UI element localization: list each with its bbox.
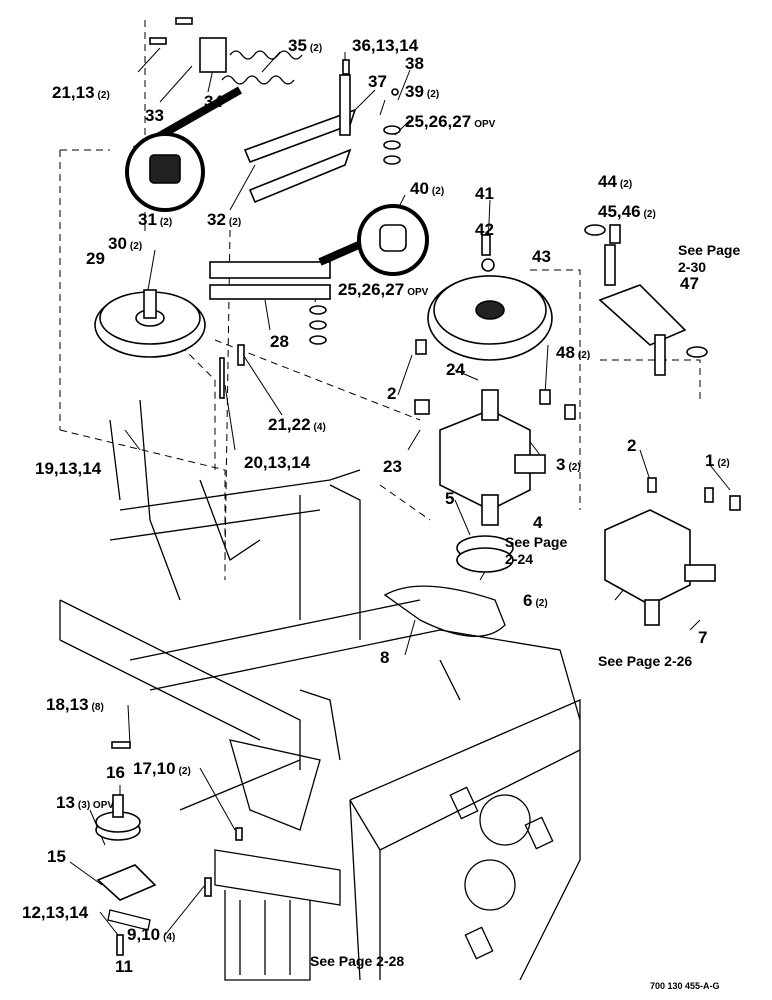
bushing-detail-inset: [318, 204, 429, 276]
callout: 44(2): [598, 172, 632, 191]
callout: 7: [698, 628, 707, 647]
callout: 13(3) OPV: [56, 793, 114, 812]
callout: 30(2): [108, 234, 142, 253]
callout: 45,46(2): [598, 202, 656, 221]
page-ref-2-24-line2: 2-24: [505, 551, 533, 567]
callout: 42: [475, 220, 494, 239]
springs: [199, 37, 303, 85]
callout: 24: [446, 360, 465, 379]
spring-detail-inset: [125, 86, 242, 212]
callout: 35(2): [288, 36, 322, 55]
page-ref-2-26: See Page 2-26: [598, 653, 692, 669]
callout: 9,10(4): [127, 925, 175, 944]
callout: 21,22(4): [268, 415, 326, 434]
page-ref-2-30-line2: 2-30: [678, 259, 706, 275]
idler-arms: [209, 74, 357, 300]
callout: 1(2): [705, 451, 730, 470]
callout: 37: [368, 72, 387, 91]
callout: 2: [387, 384, 396, 403]
figure-number: 700 130 455-A-G: [650, 981, 720, 991]
callout: 18,13(8): [46, 695, 104, 714]
callout: 8: [380, 648, 389, 667]
callout: 48(2): [556, 343, 590, 362]
callout: 31(2): [138, 210, 172, 229]
callout: 12,13,14: [22, 903, 89, 922]
page-ref-2-24-line1: See Page: [505, 534, 567, 550]
callout: 38: [405, 54, 424, 73]
u-joint: [598, 244, 687, 376]
idler-pulley: [94, 289, 206, 358]
callout: 6(2): [523, 591, 548, 610]
lower-sheave-and-belt: [383, 535, 514, 637]
drive-sheave: [427, 275, 553, 361]
callout: 28: [270, 332, 289, 351]
callout: 2: [627, 436, 636, 455]
callout: 11: [115, 957, 133, 976]
callout: 32(2): [207, 210, 241, 229]
callout: 36,13,14: [352, 36, 419, 55]
callout: 40(2): [410, 179, 444, 198]
page-ref-2-30-line1: See Page: [678, 242, 740, 258]
callout: 47: [680, 274, 699, 293]
hardware-bolts: [111, 17, 741, 956]
callout: 16: [106, 763, 125, 782]
callout: 23: [383, 457, 402, 476]
callout: 19,13,14: [35, 459, 102, 478]
right-gearbox: [604, 509, 716, 626]
callout: 43: [532, 247, 551, 266]
callout-labels: 21,13(2) 33 34 35(2) 36,13,14 37 38 39(2…: [22, 36, 730, 976]
center-gearbox: [439, 389, 546, 526]
page-references: See Page 2-30 See Page 2-24 See Page 2-2…: [310, 242, 740, 969]
callout: 33: [145, 106, 164, 125]
callout: 21,13(2): [52, 83, 110, 102]
page-ref-2-28: See Page 2-28: [310, 953, 404, 969]
callout: 5: [445, 489, 454, 508]
callout: 34: [204, 92, 223, 111]
callout: 41: [475, 184, 494, 203]
callout: 29: [86, 249, 105, 268]
callout: 3(2): [556, 455, 581, 474]
callout: 17,10(2): [133, 759, 191, 778]
frame-linework: [59, 20, 701, 981]
callout: 15: [47, 847, 66, 866]
small-pulley-assembly: [95, 794, 157, 931]
callout: 4: [533, 513, 543, 532]
callout: 20,13,14: [244, 453, 311, 472]
callout: 39(2): [405, 82, 439, 101]
